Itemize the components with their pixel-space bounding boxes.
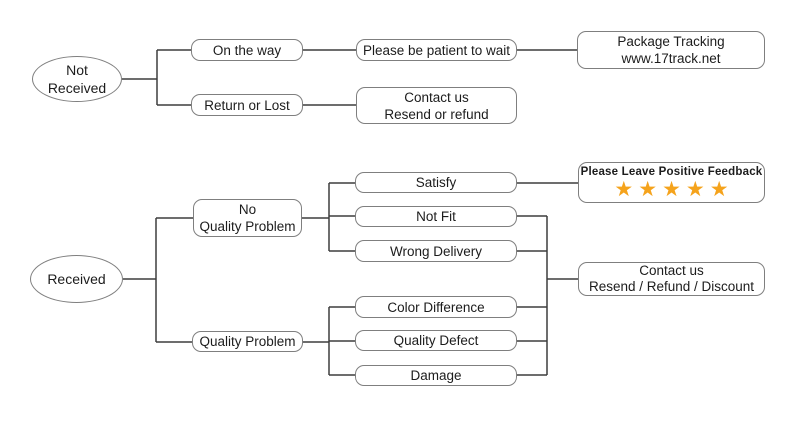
- node-label: www.17track.net: [621, 51, 721, 66]
- node-contact-resend-refund: Contact us Resend or refund: [356, 87, 517, 124]
- node-label: Resend or refund: [384, 106, 489, 122]
- node-label: On the way: [212, 42, 282, 58]
- node-label: Wrong Delivery: [389, 243, 483, 259]
- node-damage: Damage: [355, 365, 517, 386]
- node-received: Received: [30, 255, 123, 303]
- node-label: Quality Defect: [393, 333, 479, 348]
- node-please-be-patient: Please be patient to wait: [356, 39, 517, 61]
- node-label: Received: [47, 271, 106, 287]
- node-contact-discount: Contact us Resend / Refund / Discount: [578, 262, 765, 296]
- node-label: Quality Problem: [199, 219, 296, 234]
- node-wrong-delivery: Wrong Delivery: [355, 240, 517, 262]
- five-star-rating-icon: ★★★★★: [614, 178, 734, 201]
- node-label: Please be patient to wait: [362, 42, 511, 58]
- node-satisfy: Satisfy: [355, 172, 517, 193]
- node-return-or-lost: Return or Lost: [191, 94, 303, 116]
- node-label: Not: [66, 62, 88, 78]
- node-label: Satisfy: [415, 175, 457, 190]
- node-positive-feedback: Please Leave Positive Feedback ★★★★★: [578, 162, 765, 203]
- node-label: Color Difference: [387, 299, 485, 315]
- node-color-difference: Color Difference: [355, 296, 517, 318]
- node-label: Package Tracking: [617, 34, 725, 49]
- node-label: Resend / Refund / Discount: [588, 279, 755, 294]
- node-label: Not Fit: [416, 209, 456, 224]
- node-label: Please Leave Positive Feedback: [580, 166, 763, 178]
- node-label: No: [238, 202, 257, 217]
- node-quality-problem: Quality Problem: [192, 331, 303, 352]
- node-label: Contact us: [404, 89, 469, 105]
- node-label: Received: [47, 80, 107, 96]
- node-label: Contact us: [639, 263, 704, 278]
- node-on-the-way: On the way: [191, 39, 303, 61]
- node-label: Return or Lost: [204, 97, 290, 113]
- node-not-fit: Not Fit: [355, 206, 517, 227]
- node-not-received: Not Received: [32, 56, 122, 102]
- node-label: Damage: [410, 368, 462, 383]
- node-no-quality-problem: No Quality Problem: [193, 199, 302, 237]
- node-label: Quality Problem: [199, 334, 296, 349]
- node-quality-defect: Quality Defect: [355, 330, 517, 351]
- node-package-tracking: Package Tracking www.17track.net: [577, 31, 765, 69]
